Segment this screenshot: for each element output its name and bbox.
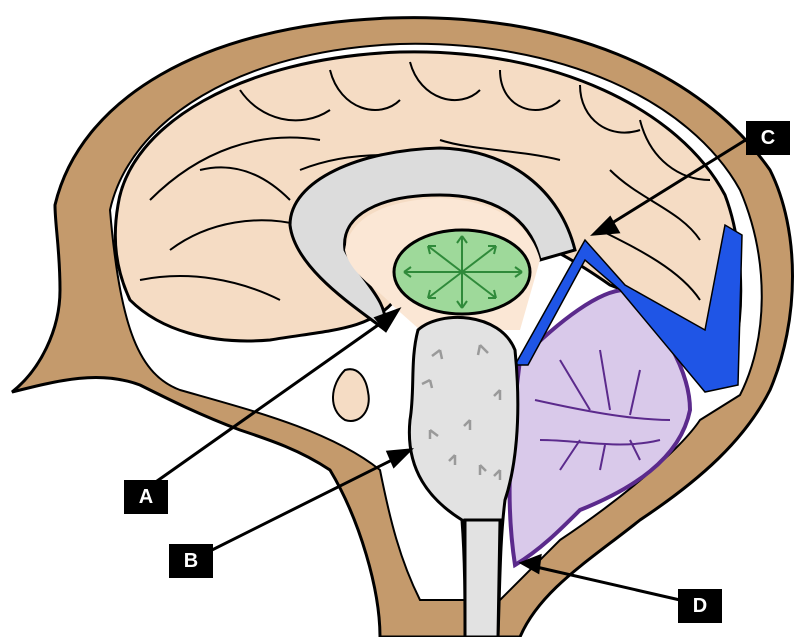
label-a: A: [124, 480, 168, 514]
pointer-a: [149, 316, 389, 488]
ventricle-blue: [513, 223, 743, 393]
pointer-c-head: [590, 215, 621, 236]
pointer-b: [195, 454, 401, 560]
pituitary: [332, 368, 370, 422]
pointer-a-head: [373, 307, 402, 333]
pointer-d: [531, 564, 681, 602]
label-d: D: [678, 589, 722, 623]
pointer-b-head: [385, 448, 414, 469]
pointer-lines: [149, 134, 753, 602]
pointer-c: [603, 134, 753, 230]
gyri-lines: [139, 61, 711, 301]
label-c: C: [746, 121, 790, 155]
thalamus-arrows: [403, 235, 523, 309]
brainstem-arrows: [421, 344, 502, 480]
label-b: B: [169, 544, 213, 578]
cerebellum-folia: [534, 349, 671, 471]
spinal-cord: [463, 518, 502, 637]
pointer-d-head: [518, 553, 542, 575]
